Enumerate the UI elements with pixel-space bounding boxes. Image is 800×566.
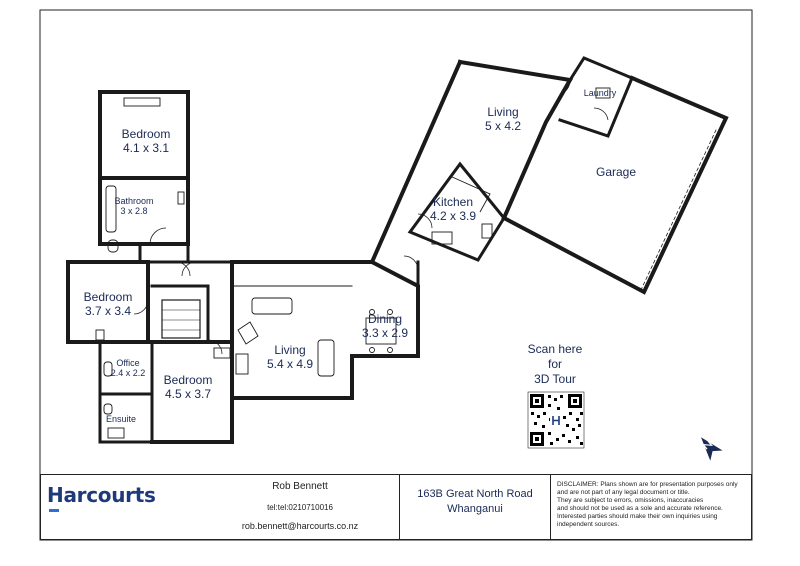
footer: Harcourts Rob Bennett tel:tel:0210710016… (40, 474, 752, 540)
brand-accent-bar (49, 509, 59, 512)
agent-email[interactable]: rob.bennett@harcourts.co.nz (241, 521, 359, 531)
room-label-garage: Garage (595, 165, 637, 179)
room-label-ensuite: Ensuite (105, 414, 137, 424)
footer-disclaimer: DISCLAIMER: Plans shown are for presenta… (551, 475, 753, 539)
address-line-2: Whanganui (447, 503, 503, 515)
footer-brand: Harcourts (41, 475, 201, 539)
agent-phone[interactable]: tel:tel:0210710016 (267, 503, 333, 512)
brand-logo[interactable]: Harcourts (47, 483, 156, 507)
footer-agent: Rob Bennett tel:tel:0210710016 rob.benne… (201, 475, 399, 539)
fixtures (95, 87, 611, 439)
footer-address: 163B Great North Road Whanganui (399, 475, 551, 539)
agent-name: Rob Bennett (272, 481, 328, 492)
room-label-laundry: Laundry (583, 88, 617, 98)
north-arrow-icon (701, 437, 723, 461)
address-line-1: 163B Great North Road (417, 488, 533, 500)
floor-walls (66, 56, 729, 444)
sheet-border (39, 9, 753, 541)
door-swings (133, 79, 609, 355)
qr-code-icon[interactable] (527, 391, 585, 449)
disclaimer-text: DISCLAIMER: Plans shown are for presenta… (557, 481, 738, 528)
